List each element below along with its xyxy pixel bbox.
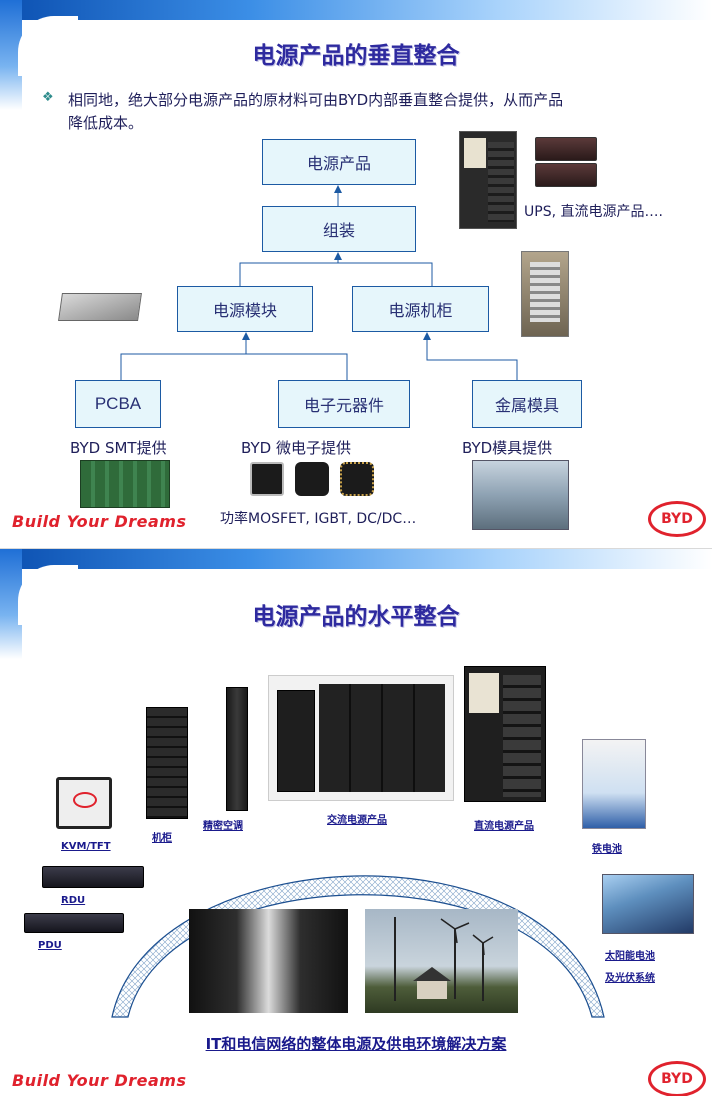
diamond-bullet-icon: ❖ [42,90,54,105]
slide-title: 电源产品的水平整合 [252,604,460,630]
header-band [0,0,712,20]
label-solar-line2: 及光伏系统 [605,973,655,984]
footer-slogan: Build Your Dreams [12,1071,187,1090]
rdu-unit-image [42,866,144,888]
footer-slogan: Build Your Dreams [12,512,187,531]
smt-caption: BYD SMT提供 [70,439,167,457]
byd-logo: BYD [648,501,706,537]
box-assembly: 组装 [262,206,416,252]
iron-battery-image [582,739,646,829]
byd-logo: BYD [648,1061,706,1096]
bullet-text-line1: 相同地，绝大部分电源产品的原材料可由BYD内部垂直整合提供，从而产品 [68,91,564,109]
mosfet-chip-image [250,462,284,496]
dcdc-chip-image [340,462,374,496]
kvm-monitor-image [56,777,112,829]
label-dc-power: 直流电源产品 [474,821,534,832]
slide-title: 电源产品的垂直整合 [252,43,460,69]
box-power-products: 电源产品 [262,139,416,185]
box-components: 电子元器件 [278,380,410,428]
label-pdu: PDU [38,940,62,951]
label-solar-line1: 太阳能电池 [605,951,655,962]
ups-caption: UPS, 直流电源产品…. [524,204,663,220]
side-band [0,0,22,110]
dc-power-cabinet-image [464,666,546,802]
mosfet-caption: 功率MOSFET, IGBT, DC/DC… [220,511,417,527]
mold-factory-image [472,460,569,530]
igbt-chip-image [295,462,329,496]
box-power-module: 电源模块 [177,286,313,332]
box-metal-mold: 金属模具 [472,380,582,428]
ac-power-system-image [268,675,454,801]
pcba-board-image [80,460,170,508]
bullet-text-line2: 降低成本。 [68,114,144,132]
solar-panel-image [602,874,694,934]
power-module-image [58,293,142,321]
mold-caption: BYD模具提供 [462,439,553,457]
power-cabinet-image [521,251,569,337]
label-cabinet: 机柜 [152,833,172,844]
precision-ac-image [226,687,248,811]
ups-cabinet-image [459,131,517,229]
micro-caption: BYD 微电子提供 [241,439,351,457]
label-kvm: KVM/TFT [61,841,111,852]
ups-rack-unit-image-2 [535,163,597,187]
wind-turbine-image [365,909,518,1013]
rack-cabinet-image [146,707,188,819]
box-power-cabinet: 电源机柜 [352,286,489,332]
ups-rack-unit-image-1 [535,137,597,161]
side-band [0,549,22,659]
slide-horizontal-integration: 电源产品的水平整合 KVM/TFT 机柜 精密空调 交流电源产品 直流电源产品 … [0,548,712,1096]
label-precision-ac: 精密空调 [203,821,243,832]
hierarchy-connectors [120,185,518,380]
header-band [0,549,712,569]
box-pcba: PCBA [75,380,161,428]
pdu-unit-image [24,913,124,933]
solution-caption: IT和电信网络的整体电源及供电环境解决方案 [205,1035,507,1053]
label-iron-battery: 铁电池 [592,844,622,855]
label-rdu: RDU [61,895,86,906]
datacenter-image [189,909,348,1013]
label-ac-power: 交流电源产品 [327,815,387,826]
slide-vertical-integration: 电源产品的垂直整合 ❖ 相同地，绝大部分电源产品的原材料可由BYD内部垂直整合提… [0,0,712,547]
